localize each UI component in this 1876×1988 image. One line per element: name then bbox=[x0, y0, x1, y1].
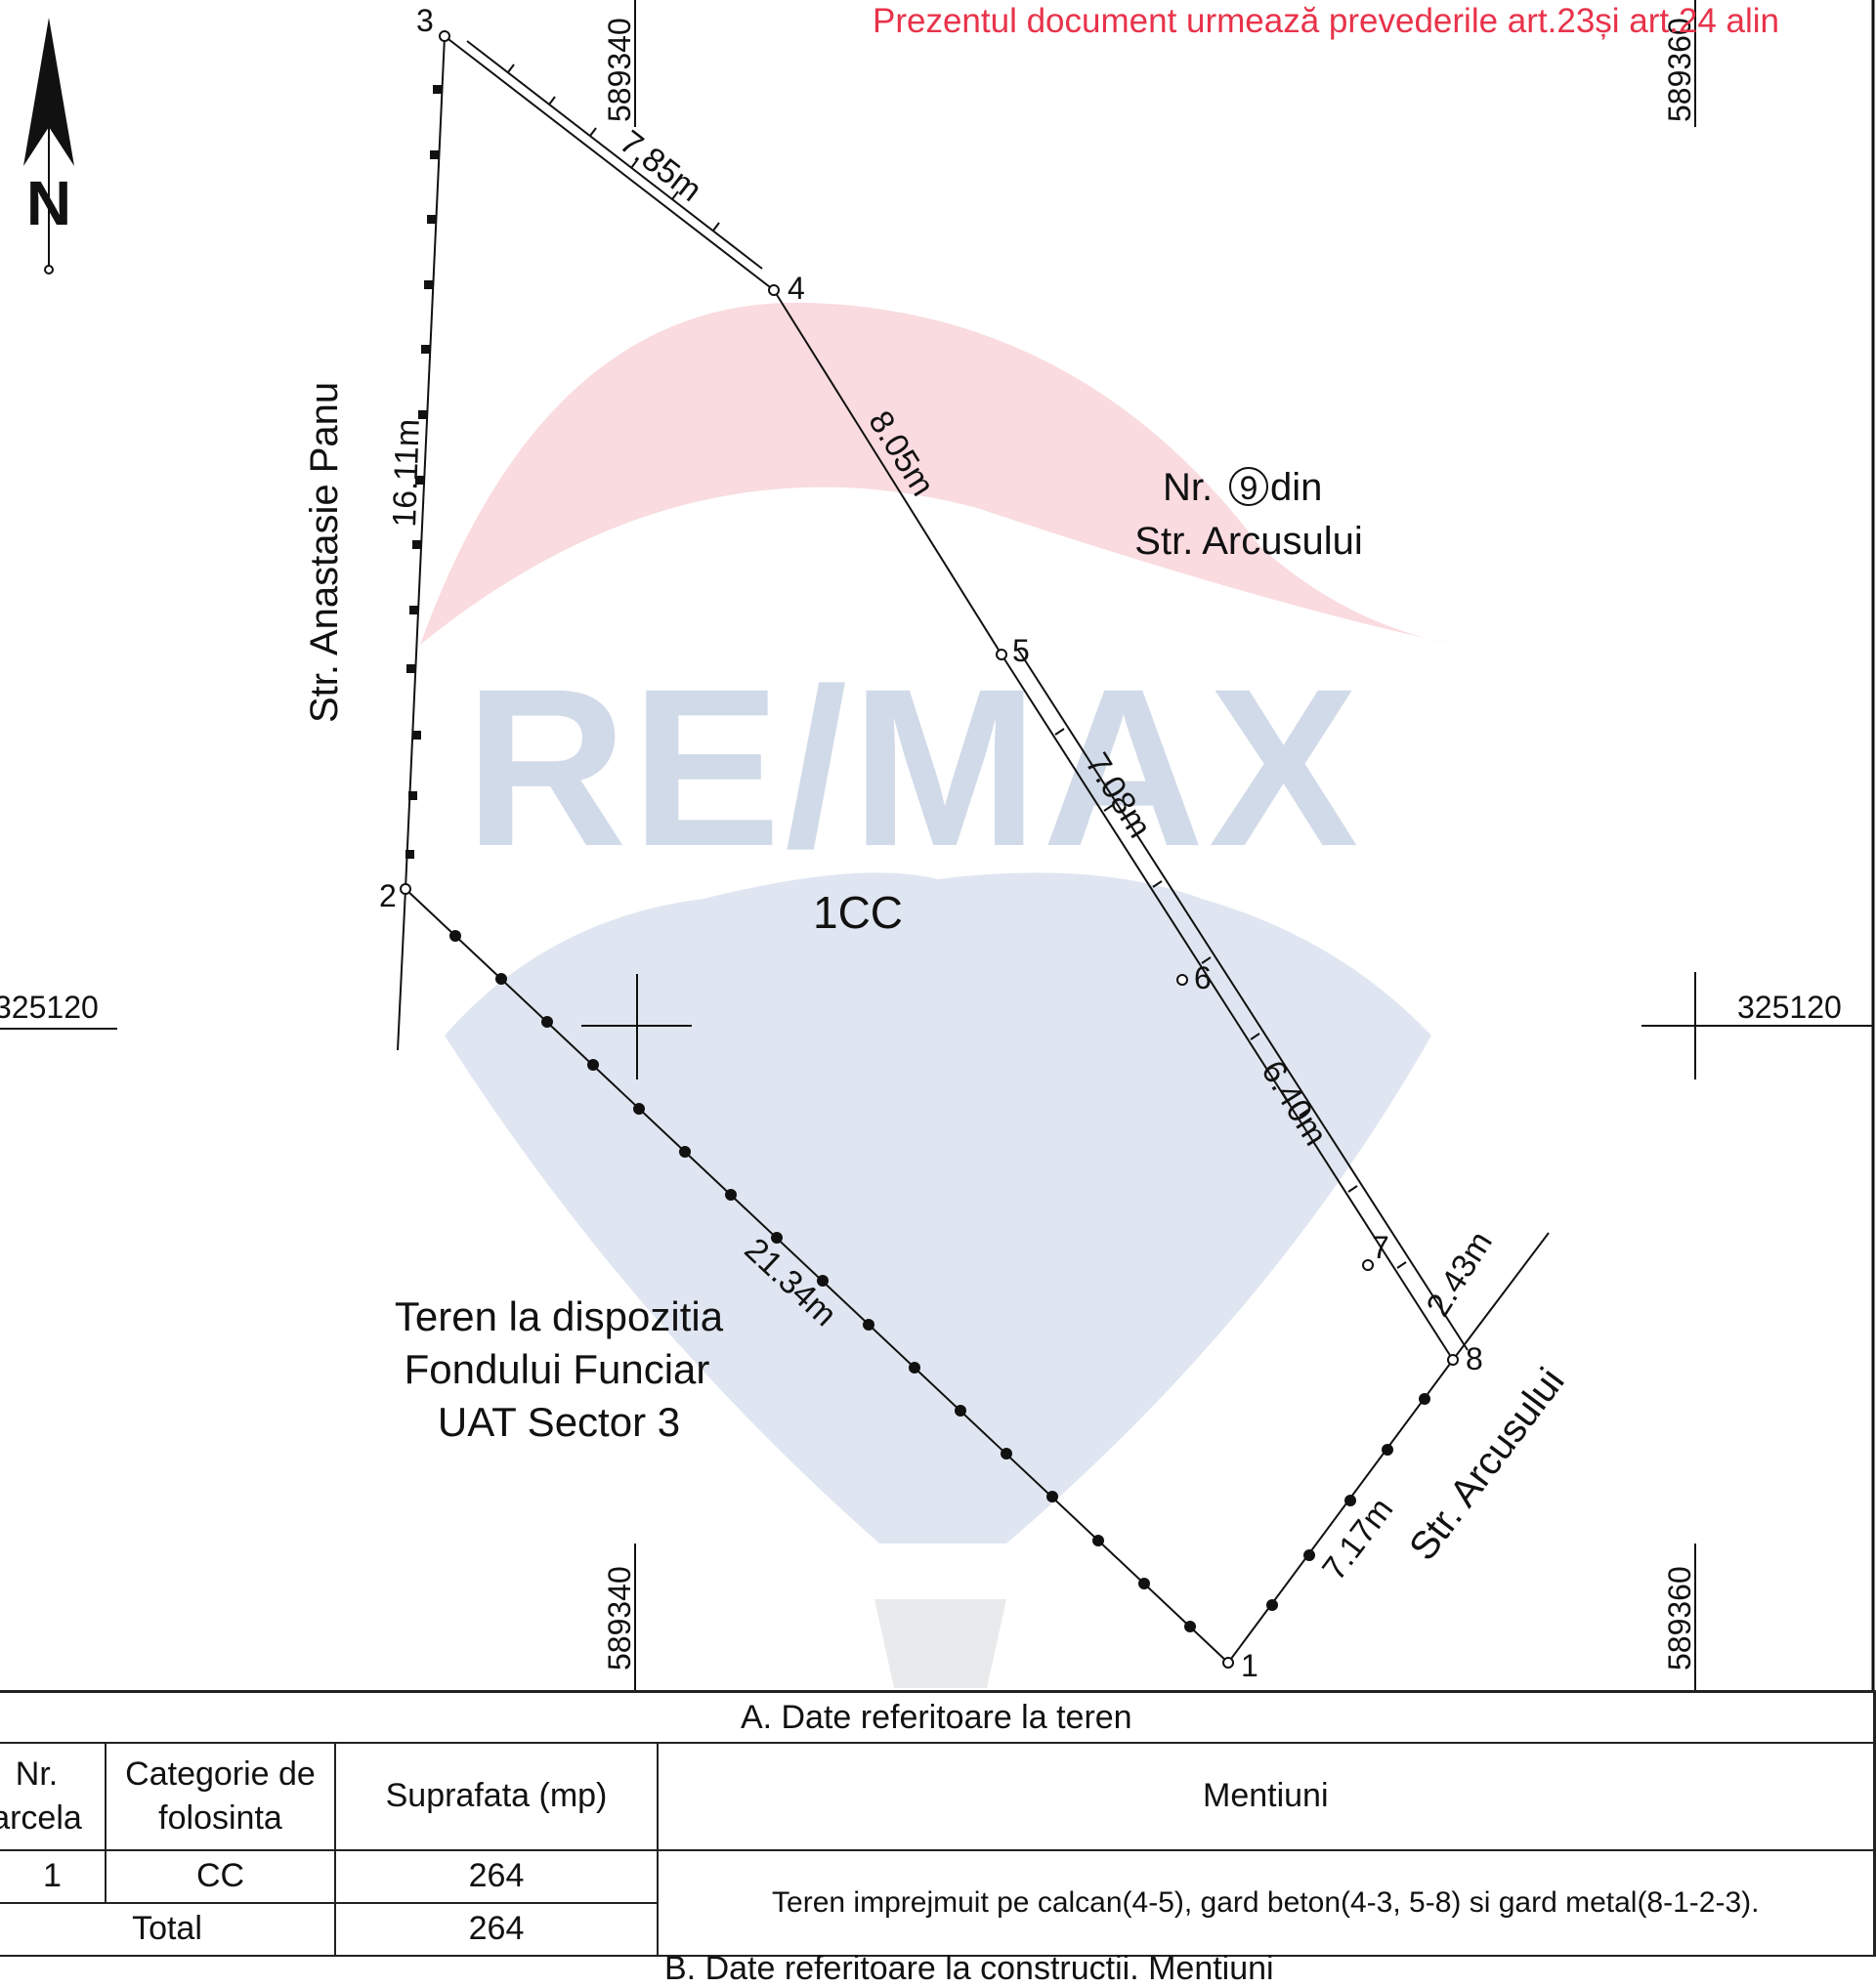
remax-watermark: RE/MAX bbox=[420, 302, 1456, 1688]
cell-mentions: Teren imprejmuit pe calcan(4-5), gard be… bbox=[656, 1848, 1876, 1957]
table-row-total: Total 264 bbox=[0, 1901, 1874, 1957]
length-3-4: 7.85m bbox=[613, 123, 708, 209]
neighbor-number-circle bbox=[1229, 467, 1268, 506]
parcel-boundary bbox=[405, 35, 1469, 1664]
point-label-8: 8 bbox=[1466, 1341, 1483, 1376]
point-label-4: 4 bbox=[788, 271, 805, 306]
cell-category: CC bbox=[105, 1848, 336, 1904]
watermark-basket bbox=[874, 1599, 1006, 1688]
section-b-title: B. Date referitoare la constructii. Ment… bbox=[664, 1950, 1274, 1987]
cell-nr: 1 bbox=[0, 1848, 107, 1904]
land-data-table: A. Date referitoare la teren Nr. arcela … bbox=[0, 1690, 1876, 1957]
header-nr-line1: Nr. bbox=[15, 1755, 59, 1794]
header-category-line2: folosinta bbox=[158, 1798, 282, 1837]
header-nr: Nr. arcela bbox=[0, 1741, 107, 1851]
parcel-label: 1CC bbox=[813, 887, 903, 938]
point-label-1: 1 bbox=[1241, 1648, 1258, 1683]
cadastral-plan: RE/MAX N 589340 589360 589340 589360 325… bbox=[0, 0, 1875, 1690]
length-8-1: 7.17m bbox=[1315, 1491, 1400, 1586]
metal-fence-markers bbox=[405, 85, 1430, 1632]
cell-total-label: Total bbox=[0, 1901, 336, 1957]
point-label-6: 6 bbox=[1194, 960, 1212, 995]
watermark-brand-text: RE/MAX bbox=[465, 642, 1363, 893]
header-category-line1: Categorie de bbox=[125, 1755, 316, 1794]
point-label-7: 7 bbox=[1372, 1230, 1389, 1265]
segment-3-4 bbox=[444, 35, 775, 291]
neighbor-label: Nr. 9 din Str. Arcusului bbox=[1134, 466, 1362, 563]
grid-label-left: 325120 bbox=[0, 990, 99, 1025]
grid-label-bottom-right: 589360 bbox=[1662, 1566, 1697, 1671]
segment-4-5 bbox=[773, 289, 1002, 656]
segment-5-8 bbox=[1001, 654, 1454, 1361]
cell-area: 264 bbox=[334, 1848, 659, 1904]
header-mentions: Mentiuni bbox=[656, 1741, 1876, 1851]
extension-lines bbox=[397, 888, 1550, 1361]
length-2-3: 16.11m bbox=[386, 418, 427, 528]
cell-total-area: 264 bbox=[334, 1901, 659, 1957]
land-label-line-3: UAT Sector 3 bbox=[438, 1399, 680, 1445]
land-label-line-1: Teren la dispozitia bbox=[395, 1293, 724, 1339]
table-row: 1 CC 264 Teren imprejmuit pe calcan(4-5)… bbox=[0, 1848, 1876, 1957]
header-nr-line2: arcela bbox=[0, 1798, 82, 1837]
land-authority-label: Teren la dispozitia Fondului Funciar UAT… bbox=[395, 1293, 724, 1445]
street-west-label: Str. Anastasie Panu bbox=[303, 382, 346, 723]
point-label-3: 3 bbox=[416, 3, 434, 38]
length-7-8: 2.43m bbox=[1420, 1225, 1500, 1323]
north-label: N bbox=[26, 168, 71, 238]
segment-2-3 bbox=[405, 35, 446, 890]
segment-8-1 bbox=[1227, 1359, 1454, 1664]
watermark-balloon-red bbox=[420, 302, 1456, 645]
street-east-label: Str. Arcusului bbox=[1401, 1361, 1573, 1569]
grid-label-top-right: 589360 bbox=[1662, 18, 1697, 122]
vertex-markers bbox=[400, 30, 1459, 1669]
neighbor-street: Str. Arcusului bbox=[1134, 520, 1362, 563]
segment-1-2 bbox=[405, 888, 1229, 1664]
land-label-line-2: Fondului Funciar bbox=[405, 1346, 710, 1392]
grid-markers bbox=[0, 0, 1875, 1690]
grid-label-right: 325120 bbox=[1737, 990, 1842, 1025]
grid-label-top-left: 589340 bbox=[602, 18, 637, 122]
neighbor-number: 9 bbox=[1240, 470, 1258, 507]
point-label-2: 2 bbox=[379, 878, 397, 913]
point-label-5: 5 bbox=[1012, 633, 1030, 668]
section-a-title: A. Date referitoare la teren bbox=[0, 1690, 1876, 1744]
neighbor-prefix: Nr. bbox=[1163, 466, 1213, 509]
grid-label-bottom-left: 589340 bbox=[602, 1566, 637, 1671]
header-category: Categorie de folosinta bbox=[105, 1741, 336, 1851]
neighbor-suffix: din bbox=[1270, 466, 1322, 509]
north-arrow-icon: N bbox=[23, 18, 74, 275]
legal-notice: Prezentul document urmează prevederile a… bbox=[873, 2, 1779, 40]
header-area: Suprafata (mp) bbox=[334, 1741, 659, 1851]
watermark-balloon-blue bbox=[445, 872, 1431, 1544]
